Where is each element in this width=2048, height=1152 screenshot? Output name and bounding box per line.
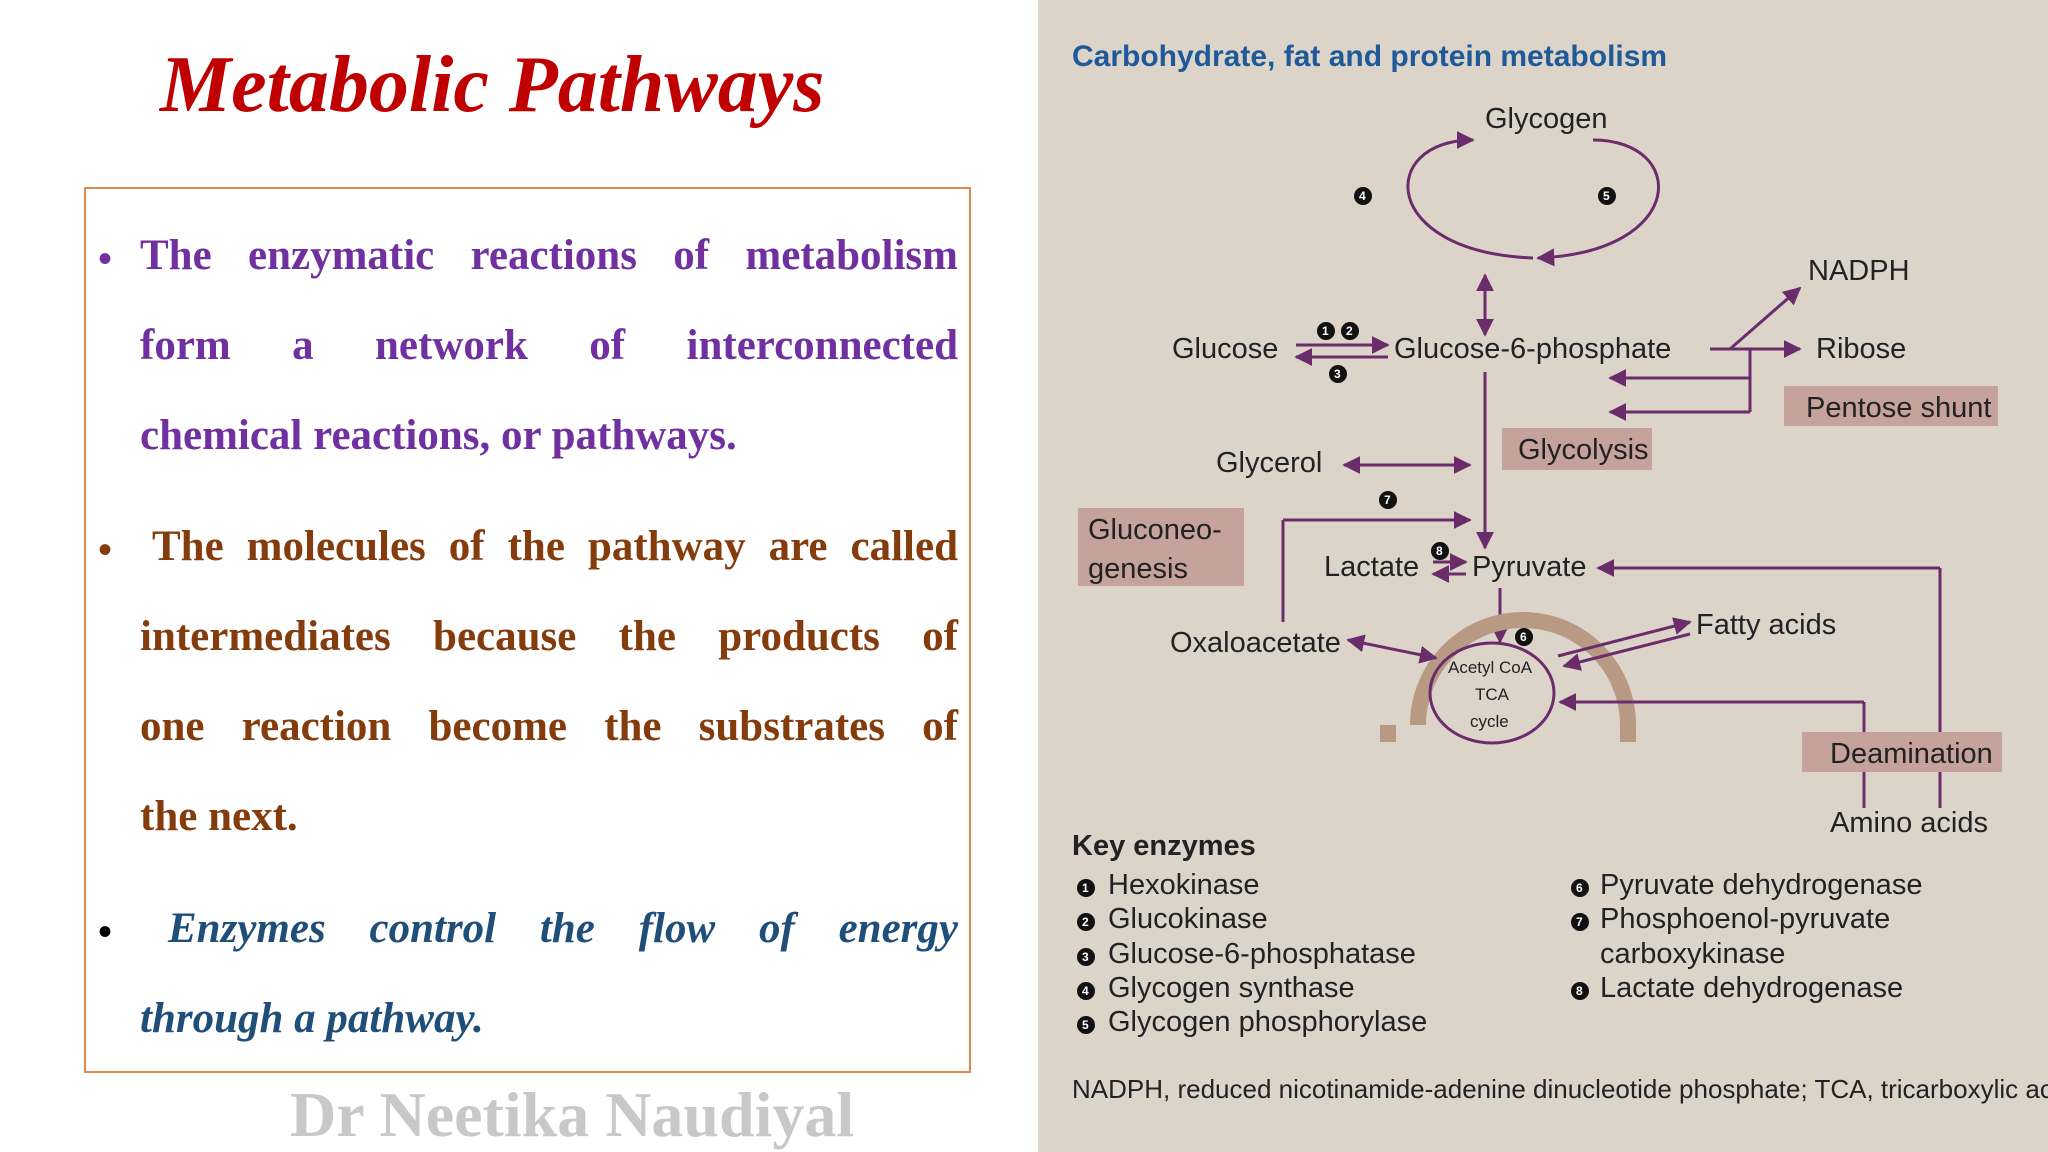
- bullet-line: The enzymatic reactions of metabolism: [140, 232, 958, 279]
- node-amino-acids: Amino acids: [1830, 807, 1988, 839]
- key-enzymes-heading: Key enzymes: [1072, 830, 1256, 862]
- bullet-marker: •: [98, 527, 113, 572]
- bullet-line: form a network of interconnected: [140, 322, 958, 369]
- node-lactate: Lactate: [1324, 551, 1419, 583]
- bullet-item: • Enzymes control the flow of energy thr…: [98, 884, 958, 1064]
- step-number-1: 1: [1317, 322, 1335, 340]
- node-fatty-acids: Fatty acids: [1696, 609, 1836, 641]
- svg-text:8: 8: [1436, 544, 1443, 558]
- bullet-line: The molecules of the pathway are called: [152, 523, 958, 570]
- key-enzyme-item: 3 Glucose-6-phosphatase: [1077, 938, 1416, 970]
- step-number-4: 4: [1354, 187, 1372, 205]
- arrow-glycogen-synthesis: [1406, 131, 1534, 260]
- step-number-8: 8: [1431, 542, 1449, 560]
- slide-title: Metabolic Pathways: [160, 41, 825, 129]
- arrow-to-nadph: [1729, 286, 1802, 351]
- label-gluconeo-line1: Gluconeo-: [1088, 514, 1222, 546]
- tca-cycle-ring: [1428, 641, 1556, 745]
- gluconeogenesis-box: [1078, 508, 1244, 586]
- svg-text:5: 5: [1603, 189, 1610, 203]
- key-enzyme-item: 4 Glycogen synthase: [1077, 972, 1355, 1004]
- bullet-line: Enzymes control the flow of energy: [168, 905, 958, 952]
- step-number-7: 7: [1379, 491, 1397, 509]
- mitochondrion-outline: [1410, 612, 1636, 726]
- node-nadph: NADPH: [1808, 255, 1910, 287]
- bullet-text-box: • The enzymatic reactions of metabolism …: [84, 187, 971, 1073]
- svg-text:4: 4: [1082, 984, 1089, 998]
- bullet-item: • The molecules of the pathway are calle…: [98, 502, 958, 862]
- key-enzyme-item: 5 Glycogen phosphorylase: [1077, 1006, 1427, 1038]
- glycolysis-box: [1502, 428, 1652, 470]
- key-enzyme-item: 2 Glucokinase: [1077, 903, 1268, 935]
- svg-text:1: 1: [1322, 324, 1329, 338]
- bullet-line: one reaction become the substrates of: [140, 703, 958, 750]
- node-ribose: Ribose: [1816, 333, 1906, 365]
- node-glucose-6-phosphate: Glucose-6-phosphate: [1394, 333, 1671, 365]
- svg-text:Lactate dehydrogenase: Lactate dehydrogenase: [1600, 972, 1903, 1004]
- svg-text:Glucokinase: Glucokinase: [1108, 903, 1268, 935]
- node-glucose: Glucose: [1172, 333, 1278, 365]
- bullet-line: through a pathway.: [140, 995, 484, 1042]
- metabolism-diagram: Carbohydrate, fat and protein metabolism…: [1072, 40, 2048, 1104]
- node-glycogen: Glycogen: [1485, 103, 1608, 135]
- key-enzyme-item: 7 Phosphoenol-pyruvate: [1571, 903, 1890, 935]
- node-glycerol: Glycerol: [1216, 447, 1322, 479]
- bullet-line: intermediates because the products of: [140, 613, 958, 660]
- figure-heading: Carbohydrate, fat and protein metabolism: [1072, 40, 1667, 73]
- step-number-6: 6: [1515, 628, 1533, 646]
- figure-footnote: NADPH, reduced nicotinamide-adenine dinu…: [1072, 1074, 2048, 1104]
- svg-text:6: 6: [1576, 881, 1583, 895]
- bullet-marker: •: [98, 236, 113, 281]
- key-enzyme-item: 8 Lactate dehydrogenase: [1571, 972, 1903, 1004]
- arrow-glycogen-breakdown: [1536, 138, 1660, 267]
- arrow-oxaloacetate: [1346, 634, 1438, 664]
- author-watermark: Dr Neetika Naudiyal: [290, 1079, 855, 1150]
- label-glycolysis: Glycolysis: [1518, 434, 1649, 466]
- bullet-item: • The enzymatic reactions of metabolism …: [98, 211, 958, 481]
- svg-text:Pyruvate dehydrogenase: Pyruvate dehydrogenase: [1600, 869, 1922, 901]
- svg-text:2: 2: [1082, 915, 1089, 929]
- label-tca: TCA: [1475, 685, 1510, 704]
- svg-text:4: 4: [1359, 189, 1366, 203]
- arrow-to-fatty-acids: [1557, 617, 1692, 658]
- label-pentose-shunt: Pentose shunt: [1806, 392, 1991, 424]
- svg-text:7: 7: [1576, 915, 1583, 929]
- svg-text:Phosphoenol-pyruvate: Phosphoenol-pyruvate: [1600, 903, 1890, 935]
- svg-text:8: 8: [1576, 984, 1583, 998]
- svg-text:3: 3: [1082, 950, 1089, 964]
- metabolism-figure: Carbohydrate, fat and protein metabolism…: [1038, 0, 2048, 1152]
- pentose-shunt-box: [1784, 386, 1998, 426]
- deamination-box: [1802, 732, 2002, 772]
- bullet-line: the next.: [140, 793, 298, 840]
- svg-text:Glucose-6-phosphatase: Glucose-6-phosphatase: [1108, 938, 1416, 970]
- svg-text:Glycogen synthase: Glycogen synthase: [1108, 972, 1355, 1004]
- label-acetyl-coa: Acetyl CoA: [1448, 658, 1533, 677]
- key-enzyme-item: 6 Pyruvate dehydrogenase: [1571, 869, 1922, 901]
- svg-text:1: 1: [1082, 881, 1089, 895]
- node-pyruvate: Pyruvate: [1472, 551, 1586, 583]
- bullet-marker: •: [98, 909, 113, 954]
- svg-text:Hexokinase: Hexokinase: [1108, 869, 1260, 901]
- label-deamination: Deamination: [1830, 738, 1993, 770]
- svg-text:2: 2: [1346, 324, 1353, 338]
- svg-text:7: 7: [1384, 493, 1391, 507]
- step-number-2: 2: [1341, 322, 1359, 340]
- key-enzyme-item: 1 Hexokinase: [1077, 869, 1260, 901]
- key-enzyme-continuation: carboxykinase: [1600, 938, 1785, 970]
- step-number-3: 3: [1329, 365, 1347, 383]
- label-cycle: cycle: [1470, 712, 1509, 731]
- svg-text:3: 3: [1334, 367, 1341, 381]
- label-gluconeo-line2: genesis: [1088, 553, 1188, 585]
- svg-text:Glycogen phosphorylase: Glycogen phosphorylase: [1108, 1006, 1427, 1038]
- bullet-line: chemical reactions, or pathways.: [140, 412, 737, 459]
- step-number-5: 5: [1598, 187, 1616, 205]
- svg-text:5: 5: [1082, 1018, 1089, 1032]
- node-oxaloacetate: Oxaloacetate: [1170, 627, 1341, 659]
- arrow-from-fatty-acids: [1562, 632, 1691, 671]
- svg-text:6: 6: [1520, 630, 1527, 644]
